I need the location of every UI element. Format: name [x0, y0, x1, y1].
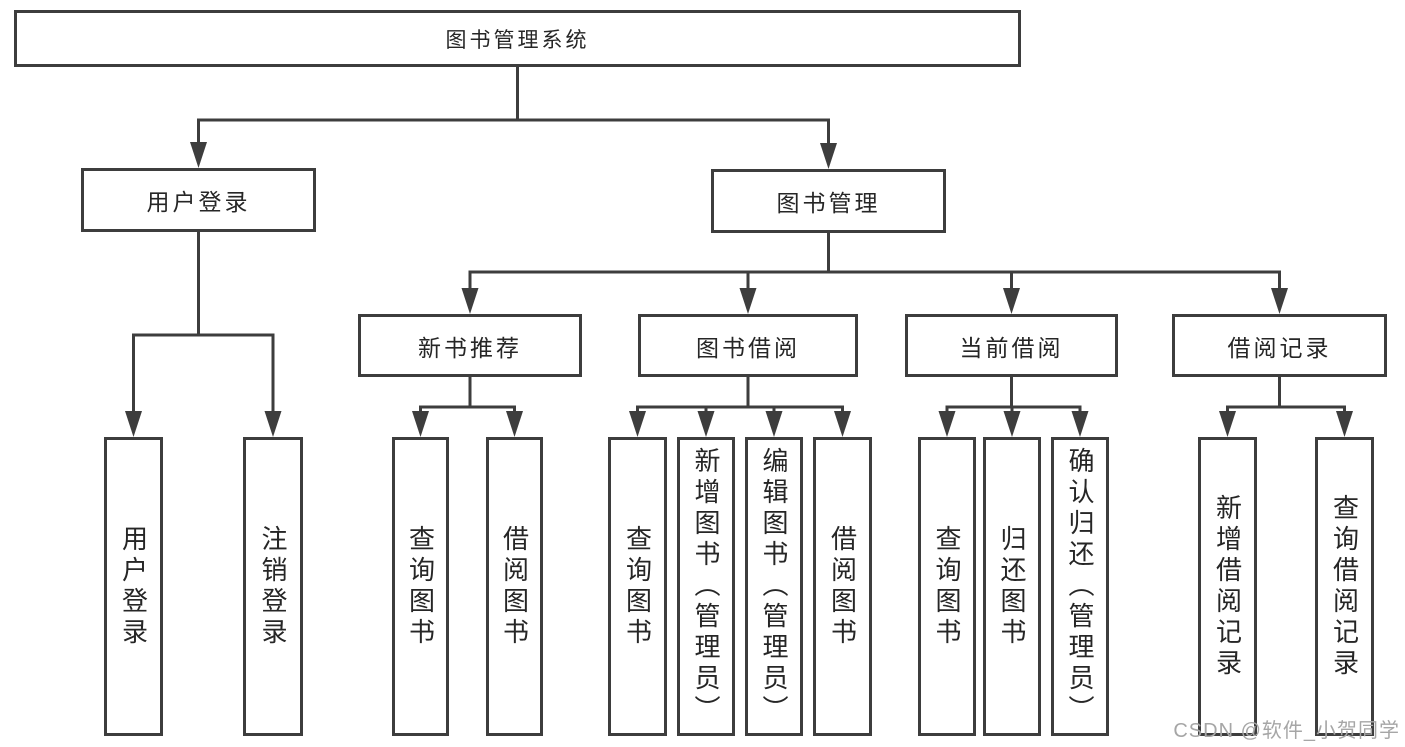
diagram-node-leaf-borrow-book-1: 借阅图书 — [486, 437, 543, 736]
diagram-node-current-borrow: 当前借阅 — [905, 314, 1118, 377]
diagram-node-root: 图书管理系统 — [14, 10, 1021, 67]
diagram-node-leaf-return-book: 归还图书 — [983, 437, 1041, 736]
diagram-node-book-borrow: 图书借阅 — [638, 314, 858, 377]
diagram-node-leaf-query-book-2: 查询图书 — [608, 437, 667, 736]
diagram-node-book-mgmt: 图书管理 — [711, 169, 946, 233]
diagram-node-borrow-records: 借阅记录 — [1172, 314, 1387, 377]
diagram-node-leaf-query-book-3: 查询图书 — [918, 437, 976, 736]
diagram-node-leaf-confirm-return: 确认归还（管理员） — [1051, 437, 1109, 736]
diagram-node-leaf-add-book: 新增图书（管理员） — [677, 437, 735, 736]
diagram-node-leaf-borrow-book-2: 借阅图书 — [813, 437, 872, 736]
diagram-node-leaf-add-record: 新增借阅记录 — [1198, 437, 1257, 736]
diagram-node-new-book-rec: 新书推荐 — [358, 314, 582, 377]
diagram-node-leaf-query-book-1: 查询图书 — [392, 437, 449, 736]
diagram-node-leaf-logout: 注销登录 — [243, 437, 303, 736]
watermark: CSDN @软件_小贺同学 — [1173, 720, 1400, 742]
diagram-node-user-login: 用户登录 — [81, 168, 316, 232]
diagram-node-leaf-edit-book: 编辑图书（管理员） — [745, 437, 803, 736]
diagram-node-leaf-user-login: 用户登录 — [104, 437, 163, 736]
diagram-node-leaf-query-record: 查询借阅记录 — [1315, 437, 1374, 736]
